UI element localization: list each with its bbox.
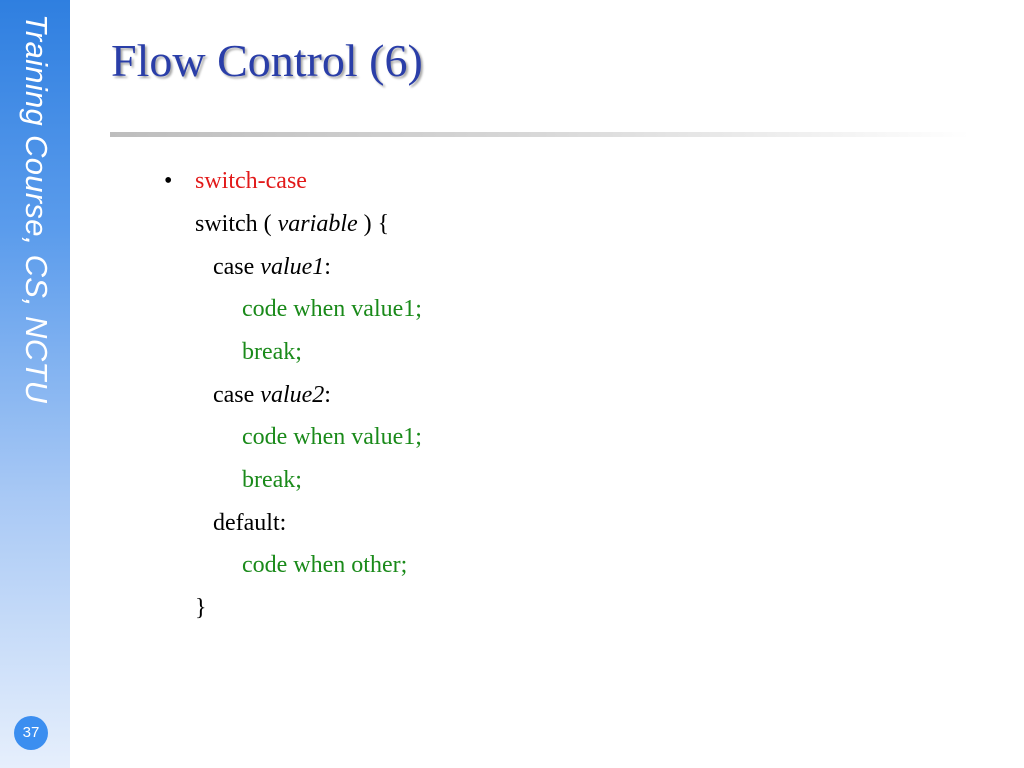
code-text: : bbox=[324, 254, 331, 280]
page-number-badge: 37 bbox=[14, 716, 48, 750]
code-line-case2-body: code when value1; bbox=[242, 424, 422, 450]
title-divider bbox=[110, 132, 970, 137]
code-italic: value1 bbox=[260, 254, 325, 280]
code-text: ) { bbox=[357, 211, 390, 237]
code-italic: variable bbox=[277, 211, 358, 237]
bullet-point: • bbox=[164, 168, 173, 194]
course-label: Training Course, CS, NCTU bbox=[19, 14, 54, 404]
code-line-case2-break: break; bbox=[242, 467, 302, 493]
code-line-default: default: bbox=[213, 510, 287, 536]
code-text: case bbox=[213, 254, 261, 280]
code-line-default-body: code when other; bbox=[242, 552, 408, 578]
code-text: : bbox=[324, 382, 331, 408]
code-line-case2: case value2: bbox=[213, 380, 331, 410]
bullet-heading: switch-case bbox=[195, 168, 307, 194]
slide-title: Flow Control (6) bbox=[111, 35, 423, 86]
code-line-switch: switch ( variable ) { bbox=[195, 209, 389, 239]
code-line-case1: case value1: bbox=[213, 252, 331, 282]
sidebar-band: Training Course, CS, NCTU 37 bbox=[0, 0, 70, 768]
code-text: switch ( bbox=[195, 211, 278, 237]
code-italic: value2 bbox=[260, 382, 325, 408]
code-line-case1-body: code when value1; bbox=[242, 296, 422, 322]
code-line-case1-break: break; bbox=[242, 339, 302, 365]
code-line-close: } bbox=[195, 595, 207, 621]
code-text: case bbox=[213, 382, 261, 408]
